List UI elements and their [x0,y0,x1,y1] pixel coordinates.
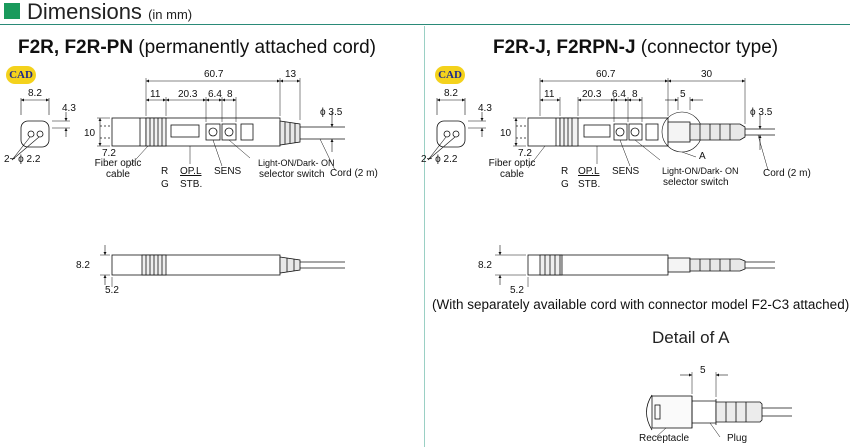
right-end-view [427,98,486,161]
right-label-opl: OP.L [578,166,600,177]
detail-label-receptacle: Receptacle [639,433,690,444]
right-label-a: A [699,151,706,162]
left-label-sens: SENS [214,166,242,177]
left-dim-10: 10 [84,128,96,139]
left-top-view [100,245,345,287]
right-section-title: F2R-J, F2RPN-J (connector type) [493,37,778,59]
right-label-r: R [561,166,569,177]
right-dim-6-4: 6.4 [612,89,626,100]
right-dim-4-3: 4.3 [478,103,492,114]
right-model-names: F2R-J, F2RPN-J [493,37,636,58]
detail-a-drawing [646,372,792,438]
right-dim-20-3: 20.3 [582,89,602,100]
unit-note: (in mm) [148,7,193,22]
right-dim-8-2: 8.2 [444,88,458,99]
column-divider [424,26,425,447]
left-dim-5-2: 5.2 [105,285,119,296]
detail-dim-5: 5 [700,365,706,376]
right-label-g: G [561,179,569,190]
left-dim-3-5: ϕ 3.5 [320,107,343,118]
left-title-suffix: (permanently attached cord) [133,37,376,58]
left-dim-8: 8 [227,89,233,100]
detail-a-title: Detail of A [652,328,730,347]
left-cad-badge[interactable]: CAD [6,66,36,84]
right-label-cable: cable [500,169,524,180]
right-label-selector: selector switch [663,177,729,188]
left-dim-7-2: 7.2 [102,148,116,159]
left-label-cable: cable [106,169,130,180]
right-dim-8-2b: 8.2 [478,260,492,271]
left-dim-6-4: 6.4 [208,89,222,100]
page-header: Dimensions (in mm) [0,0,850,26]
page-title: Dimensions (in mm) [27,0,192,25]
right-label-sens: SENS [612,166,640,177]
left-label-cord: Cord (2 m) [330,168,378,179]
left-dim-20-3: 20.3 [178,89,198,100]
left-label-opl: OP.L [180,166,202,177]
left-label-selector: selector switch [259,169,325,180]
left-dim-8-2: 8.2 [28,88,42,99]
right-top-view [495,245,775,287]
left-end-view [11,98,70,161]
left-dim-8-2b: 8.2 [76,260,90,271]
left-label-r: R [161,166,169,177]
left-dim-4-3: 4.3 [62,103,76,114]
detail-label-plug: Plug [727,433,748,444]
left-dim-2-2: 2− ϕ 2.2 [4,154,41,165]
right-dim-11: 11 [544,89,555,100]
right-dim-5-2: 5.2 [510,285,524,296]
left-label-stb: STB. [180,179,203,190]
right-label-light-on: Light-ON/Dark- ON [662,166,739,176]
right-dim-8: 8 [632,89,638,100]
right-dim-5: 5 [680,89,686,100]
right-label-fiber: Fiber optic [488,158,536,169]
left-label-g: G [161,179,169,190]
left-dim-13: 13 [285,69,297,80]
left-side-view [97,78,345,171]
left-dim-60-7: 60.7 [204,69,224,80]
section-marker-icon [4,3,20,19]
left-section-title: F2R, F2R-PN (permanently attached cord) [18,37,376,59]
right-cad-badge[interactable]: CAD [435,66,465,84]
right-dim-2-2: 2− ϕ 2.2 [421,154,458,165]
right-title-suffix: (connector type) [635,37,779,58]
left-model-names: F2R, F2R-PN [18,37,134,58]
left-label-fiber: Fiber optic [94,158,142,169]
right-label-cord: Cord (2 m) [763,168,811,179]
connector-cord-note: (With separately available cord with con… [432,297,850,312]
left-label-light-on: Light-ON/Dark- ON [258,158,335,168]
right-label-stb: STB. [578,179,601,190]
right-dim-3-5: ϕ 3.5 [750,107,773,118]
right-dim-10: 10 [500,128,512,139]
page-title-text: Dimensions [27,0,142,24]
left-dim-11: 11 [150,89,161,100]
right-side-view [513,78,775,171]
right-dim-60-7: 60.7 [596,69,616,80]
right-dim-30: 30 [701,69,713,80]
right-dim-7-2: 7.2 [518,148,532,159]
header-rule [0,24,850,25]
